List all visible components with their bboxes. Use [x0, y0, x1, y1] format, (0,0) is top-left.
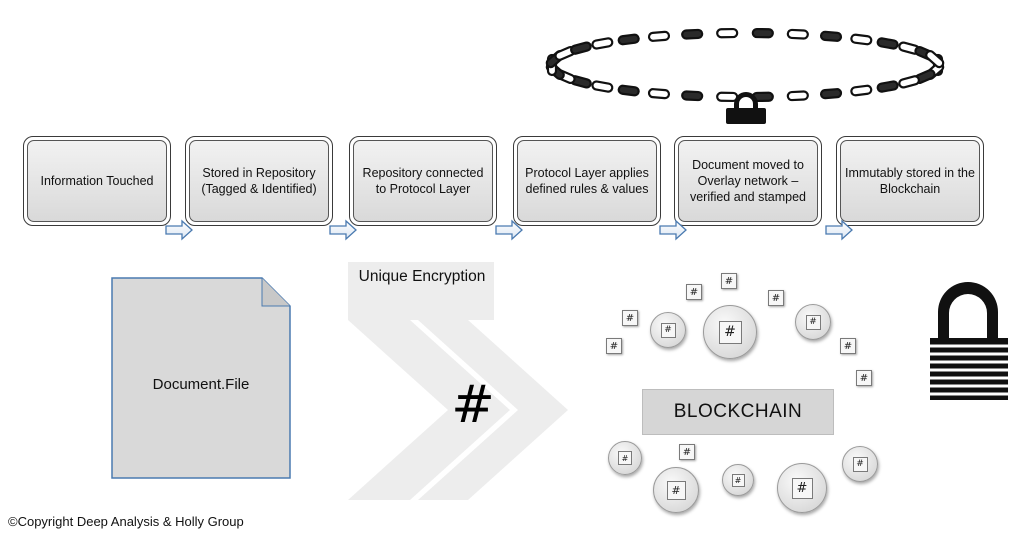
block-node: # — [718, 270, 740, 292]
step-label: Repository connected to Protocol Layer — [353, 140, 493, 222]
block-node: # — [683, 281, 705, 303]
step-repository-connected: Repository connected to Protocol Layer — [349, 136, 497, 226]
arrow-right-icon — [329, 219, 357, 241]
block-node-hash: # — [718, 320, 742, 344]
chain-link — [591, 80, 614, 93]
block-node-hash: # — [679, 444, 695, 460]
arrow-right-icon — [495, 219, 523, 241]
document-label: Document.File — [152, 376, 250, 393]
block-node: # — [765, 287, 787, 309]
chain-link — [850, 33, 873, 46]
encryption-label: Unique Encryption — [358, 268, 486, 285]
block-node-hash: # — [805, 314, 821, 330]
block-node-hash: # — [840, 338, 856, 354]
step-immutably-stored: Immutably stored in the Blockchain — [836, 136, 984, 226]
block-node: # — [777, 463, 827, 513]
block-node-hash: # — [852, 456, 868, 472]
chain-link — [647, 88, 671, 100]
block-node-hash: # — [618, 451, 632, 465]
block-node-hash: # — [606, 338, 622, 354]
step-label: Immutably stored in the Blockchain — [840, 140, 980, 222]
block-node: # — [653, 467, 699, 513]
chain-link — [850, 84, 873, 97]
chain-link — [716, 27, 739, 39]
chain-link — [819, 30, 843, 42]
block-node-hash: # — [856, 370, 872, 386]
block-node-hash: # — [686, 284, 702, 300]
chain-link — [681, 28, 704, 40]
double-chevron-icon — [348, 262, 568, 500]
block-node-hash: # — [666, 480, 686, 500]
chain-link — [617, 33, 640, 46]
block-node: # — [619, 307, 641, 329]
block-node: # — [703, 305, 757, 359]
chain-link — [876, 80, 899, 93]
block-node-hash: # — [731, 473, 745, 487]
step-stored-in-repository: Stored in Repository (Tagged & Identifie… — [185, 136, 333, 226]
copyright-text: ©Copyright Deep Analysis & Holly Group — [8, 514, 244, 529]
chain-link — [570, 41, 592, 55]
block-node-hash: # — [768, 290, 784, 306]
block-node: # — [842, 446, 878, 482]
step-label: Document moved to Overlay network – veri… — [678, 140, 818, 222]
block-node-hash: # — [660, 322, 676, 338]
step-label: Protocol Layer applies defined rules & v… — [517, 140, 657, 222]
padlock-icon — [930, 282, 1008, 400]
chain-link — [647, 30, 671, 42]
chain-link — [819, 88, 843, 100]
hash-symbol: # — [451, 375, 495, 435]
chain-link — [617, 84, 640, 97]
block-node: # — [603, 335, 625, 357]
arrow-right-icon — [659, 219, 687, 241]
block-node: # — [722, 464, 754, 496]
block-node-hash: # — [791, 477, 813, 499]
arrow-right-icon — [165, 219, 193, 241]
step-document-moved: Document moved to Overlay network – veri… — [674, 136, 822, 226]
block-node-hash: # — [622, 310, 638, 326]
chain-link — [591, 37, 614, 50]
chain-link — [751, 27, 774, 39]
block-node: # — [676, 441, 698, 463]
arrow-right-icon — [825, 219, 853, 241]
block-node: # — [650, 312, 686, 348]
chain-link — [876, 37, 899, 50]
chain-link — [786, 90, 809, 102]
chain-link — [681, 90, 704, 102]
block-node: # — [608, 441, 642, 475]
block-node: # — [837, 335, 859, 357]
document-icon — [111, 277, 291, 479]
step-information-touched: Information Touched — [23, 136, 171, 226]
block-node: # — [853, 367, 875, 389]
block-node-hash: # — [721, 273, 737, 289]
blockchain-label: BLOCKCHAIN — [642, 389, 834, 435]
step-protocol-layer: Protocol Layer applies defined rules & v… — [513, 136, 661, 226]
chain-link — [786, 28, 809, 40]
chain-link — [925, 50, 945, 69]
padlock-small-icon — [726, 92, 766, 124]
step-label: Stored in Repository (Tagged & Identifie… — [189, 140, 329, 222]
chain-link — [898, 75, 920, 89]
step-label: Information Touched — [27, 140, 167, 222]
block-node: # — [795, 304, 831, 340]
